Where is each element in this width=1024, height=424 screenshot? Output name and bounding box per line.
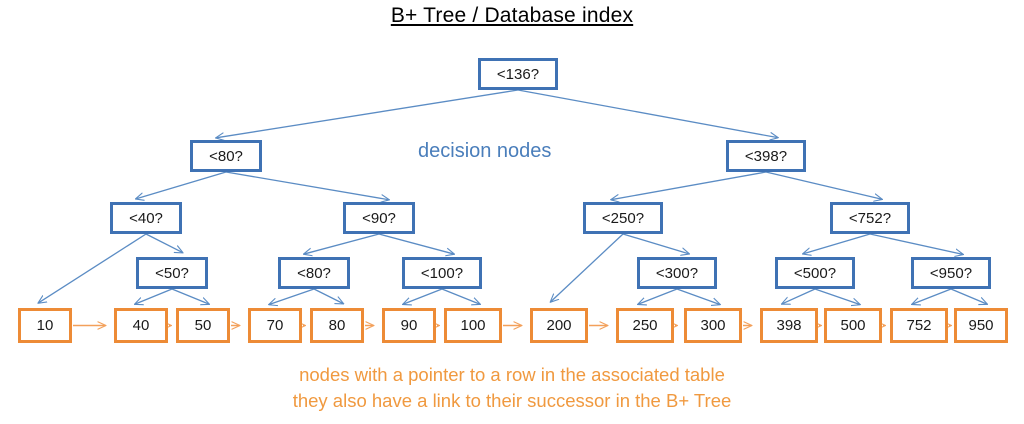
- leaf-node-l950[interactable]: 950: [954, 308, 1008, 343]
- leaf-node-label: 80: [328, 317, 346, 334]
- decision-node-label: <80?: [209, 147, 243, 165]
- tree-edge-n250-to-l200: [551, 233, 624, 302]
- decision-node-label: <398?: [744, 147, 788, 165]
- leaf-node-label: 90: [400, 317, 418, 334]
- decision-node-n50[interactable]: <50?: [136, 257, 208, 289]
- decision-node-label: <500?: [793, 264, 837, 282]
- decision-node-label: <300?: [655, 264, 699, 282]
- leaf-node-label: 50: [194, 317, 212, 334]
- leaf-node-l100[interactable]: 100: [444, 308, 502, 343]
- leaf-node-l250[interactable]: 250: [616, 308, 674, 343]
- leaf-node-l300[interactable]: 300: [684, 308, 742, 343]
- tree-edge-n80b-to-l80: [313, 288, 343, 304]
- leaf-node-label: 200: [546, 317, 572, 334]
- leaf-node-l40[interactable]: 40: [114, 308, 168, 343]
- leaf-node-label: 398: [776, 317, 802, 334]
- decision-node-n752[interactable]: <752?: [830, 202, 910, 234]
- tree-edge-n500-to-l398: [782, 288, 816, 304]
- caption-line-2: they also have a link to their successor…: [292, 390, 732, 411]
- tree-edge-n80a-to-n40: [136, 171, 227, 199]
- caption-line-1: nodes with a pointer to a row in the ass…: [299, 364, 725, 385]
- leaf-node-l10[interactable]: 10: [18, 308, 72, 343]
- decision-node-label: <250?: [601, 209, 645, 227]
- leaf-node-label: 300: [700, 317, 726, 334]
- decision-node-label: <50?: [155, 264, 189, 282]
- leaf-node-label: 752: [906, 317, 932, 334]
- tree-edge-n398-to-n250: [611, 171, 767, 200]
- decision-node-n300[interactable]: <300?: [637, 257, 717, 289]
- decision-nodes-annotation: decision nodes: [418, 140, 552, 162]
- leaf-node-label: 70: [266, 317, 284, 334]
- leaf-node-l500[interactable]: 500: [824, 308, 882, 343]
- tree-edge-n90-to-n100: [378, 233, 454, 254]
- tree-edge-n50-to-l40: [135, 288, 173, 304]
- decision-node-n250[interactable]: <250?: [583, 202, 663, 234]
- tree-edge-n80b-to-l70: [269, 288, 315, 305]
- page-title: B+ Tree / Database index: [390, 4, 634, 27]
- tree-edge-n100-to-l100: [441, 288, 480, 304]
- tree-edge-n950-to-l950: [950, 288, 987, 304]
- decision-node-n90[interactable]: <90?: [343, 202, 415, 234]
- leaf-node-l752[interactable]: 752: [890, 308, 948, 343]
- tree-edge-n398-to-n752: [765, 171, 882, 199]
- tree-edge-n80a-to-n90: [225, 171, 389, 200]
- decision-node-n80b[interactable]: <80?: [278, 257, 350, 289]
- decision-node-n136[interactable]: <136?: [478, 58, 558, 90]
- leaf-node-label: 950: [968, 317, 994, 334]
- tree-edge-n90-to-n80b: [304, 233, 380, 254]
- leaf-node-l80[interactable]: 80: [310, 308, 364, 343]
- decision-node-label: <950?: [929, 264, 973, 282]
- decision-node-n40[interactable]: <40?: [110, 202, 182, 234]
- tree-edge-n40-to-n50: [145, 233, 183, 253]
- leaf-node-label: 500: [840, 317, 866, 334]
- leaf-node-label: 100: [460, 317, 486, 334]
- tree-edge-n100-to-l90: [403, 288, 443, 304]
- leaf-node-l70[interactable]: 70: [248, 308, 302, 343]
- tree-edge-n300-to-l250: [638, 288, 678, 304]
- decision-node-n100[interactable]: <100?: [402, 257, 482, 289]
- tree-edge-n40-to-l10: [38, 233, 147, 303]
- tree-edge-n136-to-n80a: [216, 89, 519, 138]
- decision-node-label: <90?: [362, 209, 396, 227]
- decision-node-n398[interactable]: <398?: [726, 140, 806, 172]
- leaf-node-l200[interactable]: 200: [530, 308, 588, 343]
- tree-edge-n250-to-n300: [622, 233, 689, 254]
- decision-node-label: <100?: [420, 264, 464, 282]
- tree-edge-n752-to-n500: [803, 233, 871, 254]
- decision-node-n500[interactable]: <500?: [775, 257, 855, 289]
- leaf-node-l50[interactable]: 50: [176, 308, 230, 343]
- tree-edge-n752-to-n950: [869, 233, 963, 254]
- decision-node-label: <136?: [496, 65, 540, 83]
- tree-edge-n50-to-l50: [171, 288, 209, 304]
- decision-node-label: <40?: [129, 209, 163, 227]
- tree-edge-n300-to-l300: [676, 288, 720, 304]
- leaf-node-label: 40: [132, 317, 150, 334]
- decision-node-n950[interactable]: <950?: [911, 257, 991, 289]
- decision-node-label: <752?: [848, 209, 892, 227]
- tree-edge-n500-to-l500: [814, 288, 860, 305]
- tree-edge-n136-to-n398: [517, 89, 778, 138]
- decision-node-n80a[interactable]: <80?: [190, 140, 262, 172]
- leaf-node-l398[interactable]: 398: [760, 308, 818, 343]
- leaf-node-label: 250: [632, 317, 658, 334]
- leaf-node-label: 10: [36, 317, 54, 334]
- leaf-node-l90[interactable]: 90: [382, 308, 436, 343]
- decision-node-label: <80?: [297, 264, 331, 282]
- tree-edge-n950-to-l752: [912, 288, 952, 304]
